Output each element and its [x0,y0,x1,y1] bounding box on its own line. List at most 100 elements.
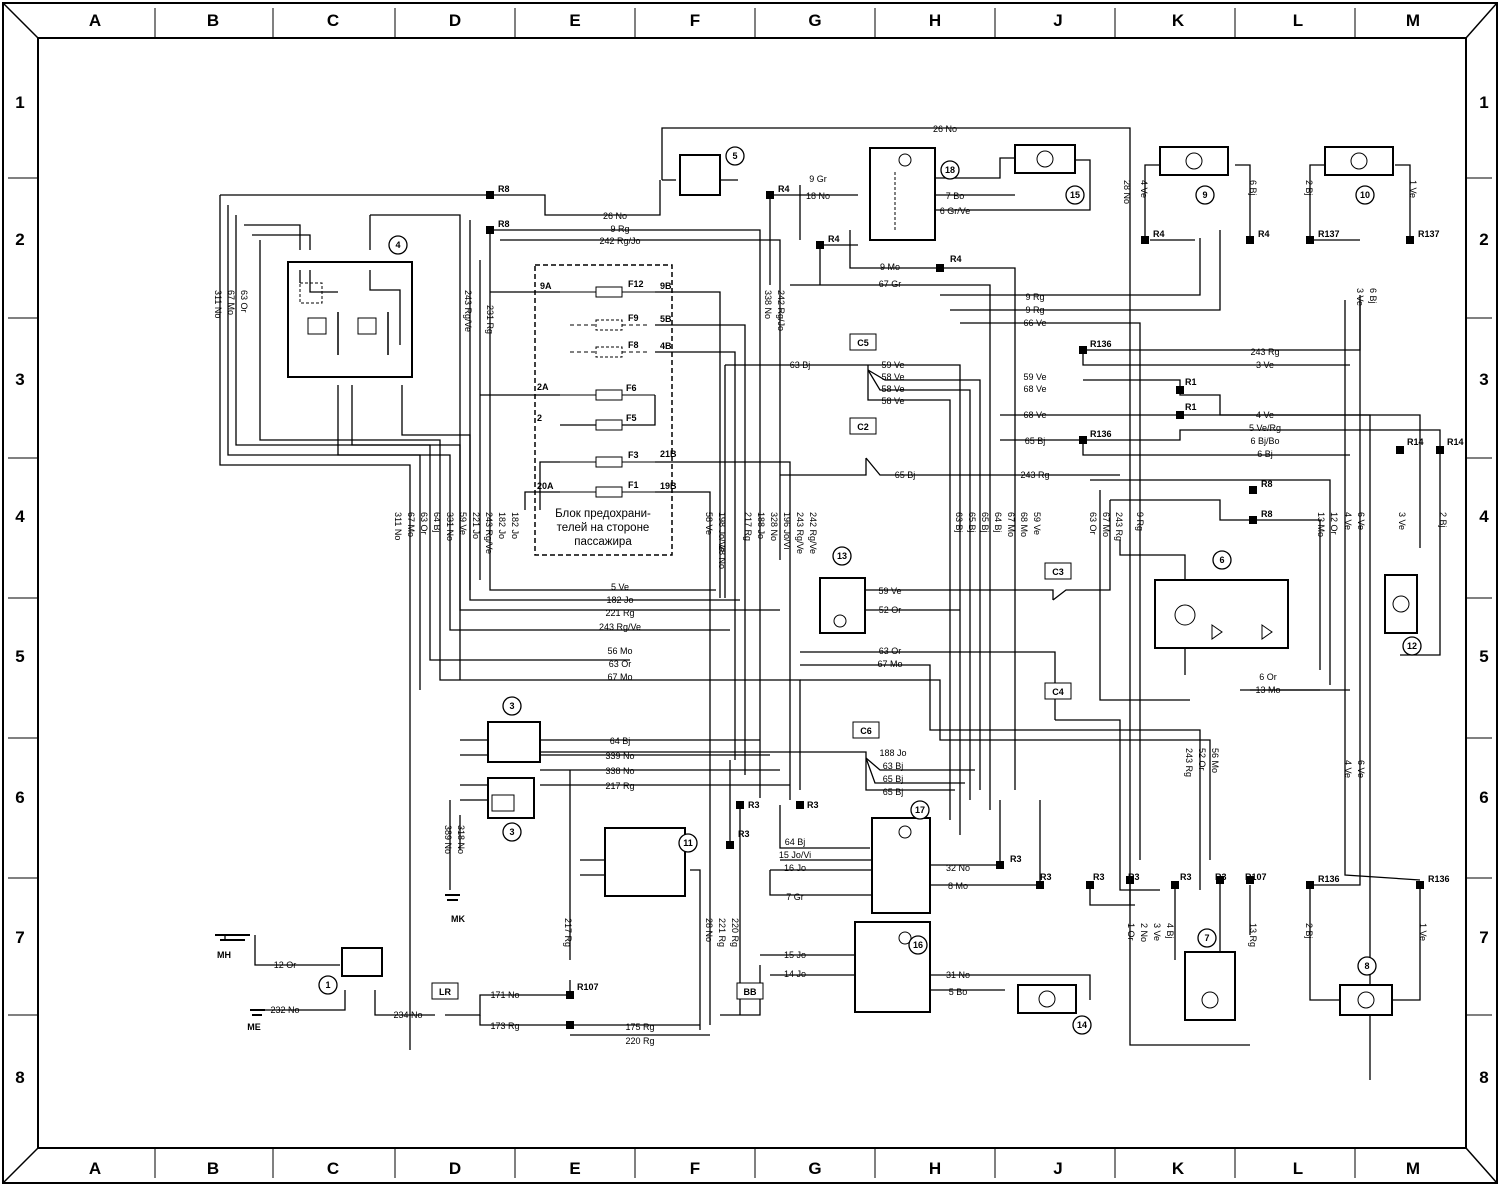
wire-label: 65 Bj [883,774,904,784]
node-label: R8 [498,219,510,229]
wire-label: 196 Jo/Vi [782,512,792,549]
wire-label: 175 Rg [625,1022,654,1032]
connector-box [736,982,764,1000]
wire-label: 2 Bj [1304,180,1314,196]
wire-label: 198 Jo/Ve [717,512,727,552]
wire-label: 52 Or [879,605,902,615]
wire-label: 67 Mo [406,512,416,537]
wire-label: 63 Bj [790,360,811,370]
wire-label: 6 Ve [1356,512,1366,530]
component-number-circle [1065,185,1085,205]
row-header-8: 8 [15,1068,24,1087]
wire-label: 6 Gr/Ve [940,206,971,216]
node-label: R3 [748,800,760,810]
component-number-14: 14 [1077,1020,1087,1030]
splice-node [1171,881,1179,889]
wire-label: 5 Ve [611,582,629,592]
row-header-right-5: 5 [1479,647,1488,666]
wire-label: 63 Bj [883,761,904,771]
splice-node [726,841,734,849]
wire-label: 339 No [605,751,634,761]
column-header-bottom-c: C [327,1159,339,1178]
column-header-bottom-l: L [1293,1159,1303,1178]
wire-label: 67 Gr [879,279,902,289]
fuse-box-caption-line-1: Блок предохрани- [555,508,651,520]
wire-label: 59 Ve [1023,372,1046,382]
node-label: R136 [1428,874,1450,884]
component-number-circle [502,696,522,716]
wire-label: 217 Rg [563,918,573,947]
splice-node [1036,881,1044,889]
column-header-j: J [1053,11,1062,30]
column-header-e: E [569,11,580,30]
column-header-g: G [808,11,821,30]
wire-label: 243 Rg/Ve [463,290,473,332]
wire-label: 26 No [933,124,957,134]
splice-node [736,801,744,809]
splice-node [1176,386,1184,394]
wire-label: 52 Or [1197,748,1207,771]
wire-label: 1 Ve [1408,180,1418,198]
control-module-6 [1154,579,1289,649]
ground-label-me: ME [247,1022,261,1032]
splice-node [996,861,1004,869]
wire-label: 15 Jo/Vi [779,850,811,860]
switch-5 [679,154,721,196]
column-header-c: C [327,11,339,30]
connector-label-c3: C3 [1052,567,1064,577]
wire-label: 2 No [1139,923,1149,942]
wire-label: 31 No [946,970,970,980]
relay-3-lower [487,777,535,819]
component-number-circle [1072,1015,1092,1035]
node-label: R4 [950,254,962,264]
node-label: R14 [1407,437,1424,447]
wire-label: 32 No [946,863,970,873]
splice-node [1249,516,1257,524]
wire-label: 2 Bj [1304,923,1314,939]
wire-label: 59 Ve [1032,512,1042,535]
column-header-k: K [1172,11,1185,30]
wire-label: 65 Bj [980,512,990,533]
splice-node [1216,876,1224,884]
node-label: R137 [1318,229,1340,239]
wire-label: 217 Rg [743,512,753,541]
node-label: R136 [1318,874,1340,884]
switch-11 [604,827,686,897]
node-label: R3 [1040,872,1052,882]
splice-node [1176,411,1184,419]
wire-label: 173 Rg [490,1021,519,1031]
wire-label: 63 Or [879,646,902,656]
connector-box [1044,562,1072,580]
wire-label: 5 Ve/Rg [1249,423,1281,433]
component-number-circle [502,822,522,842]
wire-label: 328 No [769,512,779,541]
component-number-circle [1355,185,1375,205]
splice-node [1396,446,1404,454]
wire-label: 9 Rg [610,224,629,234]
wire-label: 5 Bo [949,987,968,997]
motor-14 [1017,984,1077,1014]
column-header-a: A [89,11,101,30]
wire-label: 16 Jo [784,863,806,873]
connector-box [849,333,877,351]
row-header-7: 7 [15,928,24,947]
fuse-box-outline [534,264,673,556]
wire-label: 243 Rg [1020,470,1049,480]
node-label: R1 [1185,402,1197,412]
component-number-6: 6 [1219,555,1224,565]
wire-label: 243 Rg [1250,347,1279,357]
wire-label: 3 Ve [1355,288,1365,306]
wire-label: 6 Bj [1257,449,1273,459]
wire-label: 58 Ve [704,512,714,535]
column-header-bottom-h: H [929,1159,941,1178]
component-number-5: 5 [732,151,737,161]
row-header-5: 5 [15,647,24,666]
wire-label: 171 No [490,990,519,1000]
wire-label: 3 Ve [1256,360,1274,370]
wire-label: 220 Rg [730,918,740,947]
wire-label: 67 Mo [1101,512,1111,537]
column-header-l: L [1293,11,1303,30]
